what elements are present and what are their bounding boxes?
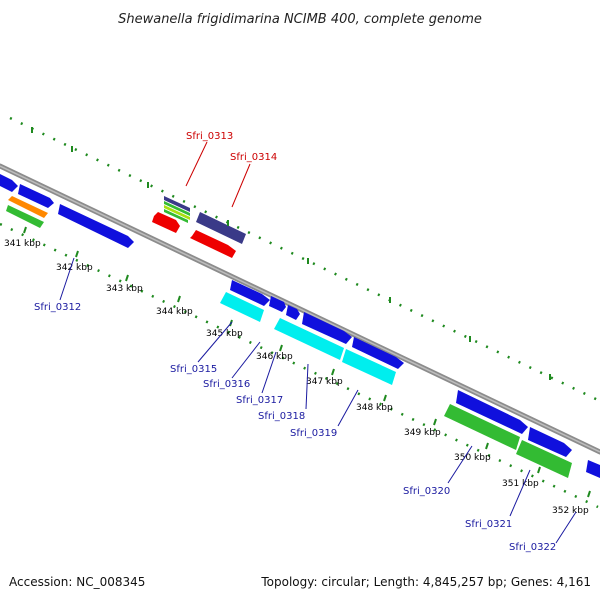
gene-block[interactable]	[269, 296, 286, 312]
kbp-label: 347 kbp	[306, 377, 343, 387]
forward-genes	[0, 174, 600, 478]
gene-block[interactable]	[58, 204, 134, 248]
gene-label-sfri-0312[interactable]: Sfri_0312	[34, 302, 81, 313]
gene-block[interactable]	[220, 292, 264, 322]
gene-block[interactable]	[286, 305, 300, 320]
gene-label-sfri-0321[interactable]: Sfri_0321	[465, 519, 512, 530]
gene-block[interactable]	[164, 209, 188, 223]
kbp-label: 351 kbp	[502, 479, 539, 489]
kbp-label: 349 kbp	[404, 428, 441, 438]
gene-label-sfri-0318[interactable]: Sfri_0318	[258, 411, 305, 422]
gene-label-sfri-0322[interactable]: Sfri_0322	[509, 542, 556, 553]
leader-lines	[59, 141, 577, 544]
outer-ticks	[31, 127, 551, 380]
gene-label-sfri-0314[interactable]: Sfri_0314	[230, 152, 277, 163]
reverse-genes	[152, 212, 246, 258]
kbp-label: 352 kbp	[552, 506, 589, 516]
gene-block[interactable]	[152, 212, 180, 233]
topology-summary: Topology: circular; Length: 4,845,257 bp…	[260, 575, 591, 589]
gene-block[interactable]	[18, 184, 54, 208]
gene-block[interactable]	[302, 312, 352, 344]
accession-text: Accession: NC_008345	[9, 575, 145, 589]
gene-block[interactable]	[164, 201, 190, 216]
gene-label-sfri-0316[interactable]: Sfri_0316	[203, 379, 250, 390]
kbp-label: 342 kbp	[56, 263, 93, 273]
gene-block[interactable]	[0, 174, 18, 192]
gene-block[interactable]	[352, 337, 404, 369]
kbp-label: 348 kbp	[356, 403, 393, 413]
gene-block[interactable]	[444, 404, 520, 450]
gene-block[interactable]	[528, 427, 572, 457]
kbp-label: 345 kbp	[206, 329, 243, 339]
gene-label-sfri-0315[interactable]: Sfri_0315	[170, 364, 217, 375]
gene-block[interactable]	[6, 205, 44, 228]
map-title: Shewanella frigidimarina NCIMB 400, comp…	[118, 12, 482, 27]
outer-dotted-track	[9, 116, 599, 402]
gene-block[interactable]	[164, 196, 190, 212]
kbp-ticks	[23, 226, 591, 498]
genome-backbone-highlight	[0, 165, 600, 453]
gene-label-sfri-0319[interactable]: Sfri_0319	[290, 428, 337, 439]
kbp-label: 341 kbp	[4, 239, 41, 249]
gene-block[interactable]	[274, 318, 344, 360]
gene-block[interactable]	[456, 390, 528, 434]
kbp-label: 344 kbp	[156, 307, 193, 317]
gene-block[interactable]	[230, 280, 270, 306]
gene-label-sfri-0313[interactable]: Sfri_0313	[186, 131, 233, 142]
gene-block[interactable]	[164, 205, 190, 220]
gene-block[interactable]	[342, 349, 396, 385]
lower-genes	[6, 196, 572, 478]
gene-block[interactable]	[190, 230, 236, 258]
gene-label-sfri-0317[interactable]: Sfri_0317	[236, 395, 283, 406]
gene-block[interactable]	[586, 460, 600, 478]
kbp-label: 343 kbp	[106, 284, 143, 294]
gene-label-sfri-0320[interactable]: Sfri_0320	[403, 486, 450, 497]
kbp-label: 350 kbp	[454, 453, 491, 463]
gene-block[interactable]	[196, 212, 246, 244]
gene-block[interactable]	[516, 440, 572, 478]
gene-block[interactable]	[8, 196, 48, 218]
